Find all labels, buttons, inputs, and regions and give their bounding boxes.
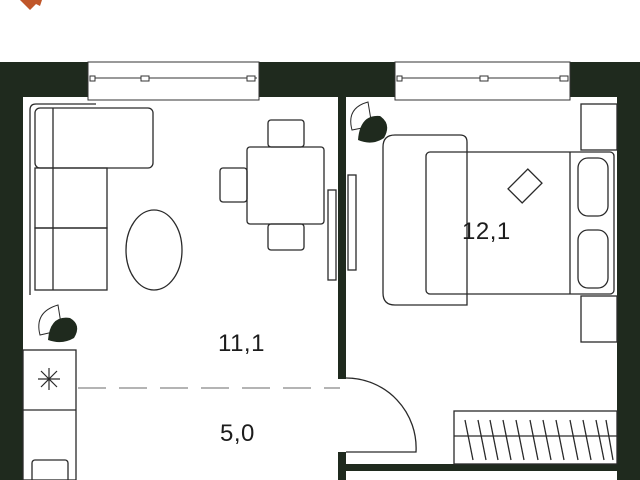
compass-arrow-icon	[20, 0, 42, 10]
dining-table	[219, 119, 325, 251]
coffee-table	[125, 209, 183, 291]
room-area-hallway: 5,0	[220, 420, 255, 447]
room-area-bedroom: 12,1	[462, 218, 511, 245]
window-right	[394, 61, 571, 101]
wardrobe-hangers	[464, 419, 614, 461]
plant-icon	[350, 101, 388, 143]
room-area-living: 11,1	[218, 330, 265, 357]
wardrobe	[453, 410, 618, 465]
kitchen-counter	[22, 349, 77, 480]
walls	[0, 62, 640, 480]
hob-icon	[38, 368, 60, 390]
plant-icon	[38, 304, 78, 343]
sofa	[29, 103, 154, 295]
window-left	[87, 61, 260, 101]
door	[345, 377, 417, 453]
bed	[382, 103, 618, 343]
